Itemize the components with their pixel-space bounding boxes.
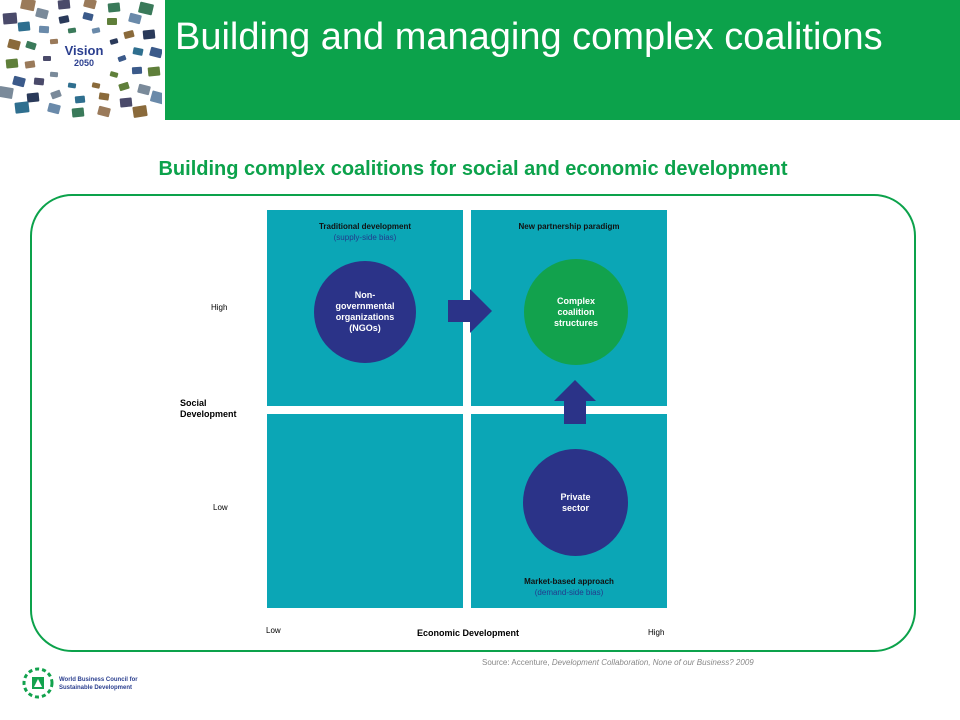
mosaic-tile — [132, 47, 144, 57]
mosaic-tile — [123, 29, 136, 40]
mosaic-tile — [17, 21, 31, 32]
mosaic-tile — [82, 11, 94, 21]
mosaic-tile — [149, 46, 162, 59]
mosaic-tile — [49, 71, 58, 78]
y-axis-low: Low — [213, 503, 228, 512]
mosaic-tile — [25, 40, 38, 51]
diagram-subtitle: Building complex coalitions for social a… — [158, 158, 788, 180]
private-sector-circle: Private sector — [523, 449, 628, 556]
quadrant-bottom-left — [267, 414, 463, 608]
arrow-up-icon — [554, 380, 596, 424]
mosaic-tile — [58, 14, 70, 24]
x-axis-low: Low — [266, 626, 281, 635]
mosaic-tile — [49, 38, 58, 45]
logo-word: Vision — [64, 43, 104, 58]
mosaic-tile — [91, 81, 101, 89]
mosaic-tile — [11, 75, 26, 88]
mosaic-tile — [26, 92, 40, 103]
mosaic-tile — [38, 25, 49, 34]
mosaic-tile — [34, 7, 49, 20]
mosaic-tile — [106, 18, 117, 26]
mosaic-tile — [137, 1, 154, 16]
mosaic-tile — [74, 95, 86, 104]
diagram-frame — [30, 194, 916, 652]
mosaic-tile — [68, 27, 77, 34]
source-citation: Source: Accenture, Development Collabora… — [482, 658, 754, 667]
x-axis-high: High — [648, 628, 665, 637]
mosaic-tile — [6, 38, 21, 51]
mosaic-tile — [5, 58, 19, 69]
mosaic-tile — [98, 92, 110, 102]
mosaic-tile — [20, 0, 37, 12]
source-title: Development Collaboration, None of our B… — [551, 658, 754, 667]
mosaic-tile — [68, 82, 77, 89]
mosaic-tile — [136, 83, 151, 95]
quadrant-heading-partnership: New partnership paradigm — [518, 222, 620, 231]
mosaic-tile — [72, 107, 85, 119]
quadrant-sub-traditional: (supply-side bias) — [333, 233, 397, 242]
mosaic-tile — [24, 59, 36, 69]
wbcsd-name-line1: World Business Council for — [59, 677, 138, 683]
mosaic-tile — [47, 102, 61, 115]
mosaic-tile — [82, 0, 97, 9]
mosaic-tile — [96, 105, 111, 117]
mosaic-tile — [3, 12, 18, 25]
mosaic-tile — [33, 77, 44, 86]
page-title: Building and managing complex coalitions — [175, 16, 883, 58]
mosaic-tile — [127, 12, 142, 25]
mosaic-tile — [142, 29, 156, 40]
y-axis-label-line1: Social — [180, 398, 207, 408]
complex-coalition-label: Complex coalition structures — [553, 295, 598, 328]
mosaic-tile — [116, 54, 127, 62]
private-sector-label: Private sector — [560, 491, 591, 513]
mosaic-tile — [109, 71, 119, 79]
title-bar: Building and managing complex coalitions — [165, 0, 960, 120]
mosaic-tile — [14, 101, 30, 114]
mosaic-tile — [132, 105, 148, 119]
mosaic-tile — [147, 66, 161, 77]
mosaic-tile — [109, 37, 119, 45]
y-axis-label-line2: Development — [180, 409, 237, 419]
wbcsd-name-line2: Sustainable Development — [59, 685, 133, 691]
logo-year: 2050 — [73, 58, 95, 68]
mosaic-tile — [58, 0, 71, 10]
mosaic-tile — [42, 55, 51, 61]
source-prefix: Source: Accenture, — [482, 658, 552, 667]
mosaic-tile — [149, 90, 162, 105]
quadrant-heading-traditional: Traditional development — [318, 222, 411, 231]
mosaic-tile — [118, 81, 131, 92]
wbcsd-name: World Business Council for Sustainable D… — [59, 676, 138, 692]
mosaic-tile — [119, 97, 133, 108]
complex-coalition-circle: Complex coalition structures — [524, 259, 628, 365]
wbcsd-logo-icon — [22, 667, 54, 699]
mosaic-tile — [91, 27, 101, 35]
mosaic-tile — [50, 89, 63, 100]
arrow-right-icon — [448, 289, 492, 333]
mosaic-tile — [131, 66, 142, 75]
ngo-circle: Non- governmental organizations (NGOs) — [314, 261, 416, 363]
ngo-circle-label: Non- governmental organizations (NGOs) — [335, 290, 395, 333]
quadrant-heading-market: Market-based approach — [524, 577, 614, 586]
mosaic-tile — [0, 85, 15, 100]
y-axis-high: High — [211, 303, 228, 312]
quadrant-sub-market: (demand-side bias) — [534, 588, 604, 597]
logo-text: Vision 2050 — [64, 44, 104, 69]
mosaic-tile — [107, 2, 121, 13]
x-axis-label: Economic Development — [417, 628, 520, 638]
vision-2050-logo: Vision 2050 — [0, 0, 162, 120]
